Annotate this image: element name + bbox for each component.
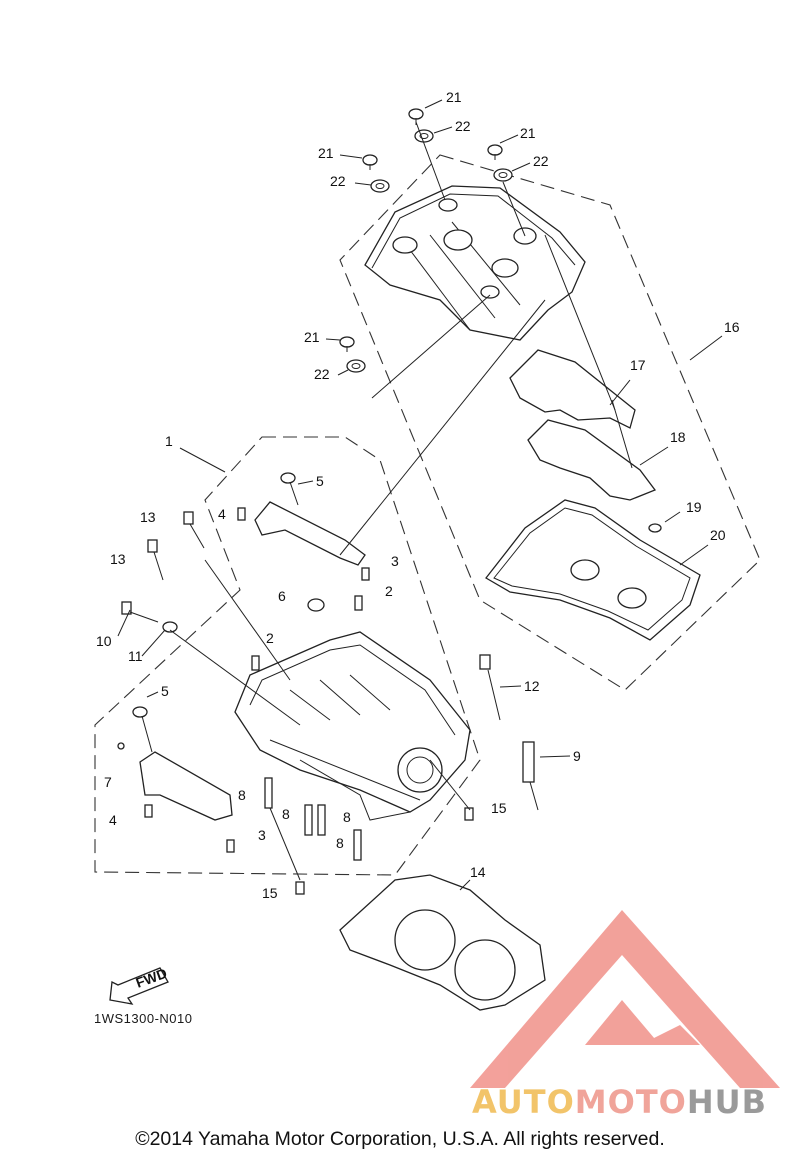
callout-22: 22 — [330, 173, 346, 189]
cylinder-head — [234, 631, 471, 821]
callout-21: 21 — [318, 145, 334, 161]
watermark-logo-icon — [470, 910, 780, 1088]
washer-22-a — [414, 129, 434, 143]
callout-2: 2 — [266, 630, 274, 646]
fwd-arrow-icon: FWD — [109, 965, 169, 1005]
callout-4: 4 — [218, 506, 226, 522]
callout-16: 16 — [724, 319, 740, 335]
callout-13: 13 — [140, 509, 156, 525]
callout-22: 22 — [455, 118, 471, 134]
callout-labels: 1 2 2 3 3 4 4 5 5 6 7 8 8 8 8 9 10 11 12… — [96, 89, 740, 901]
dowel-3-b — [226, 839, 235, 853]
washer-22-c — [493, 168, 513, 182]
callout-22: 22 — [533, 153, 549, 169]
bolt-12 — [479, 654, 501, 721]
dowel-3-a — [361, 567, 370, 581]
head-cover-assembly-outline — [339, 154, 761, 691]
stud-8-c — [317, 804, 326, 836]
gasket-17 — [509, 349, 636, 429]
callout-8: 8 — [336, 835, 344, 851]
callout-12: 12 — [524, 678, 540, 694]
gasket-18 — [527, 419, 657, 501]
cylinder-head-cover — [364, 185, 586, 341]
parts-diagram: FWD 1 2 2 3 3 4 4 5 5 6 7 8 8 8 8 9 10 1… — [94, 89, 780, 1088]
bolt-13-a — [183, 511, 205, 549]
diagram-code: 1WS1300-N010 — [94, 1011, 193, 1026]
pin-15-b — [295, 881, 305, 895]
washer-22-b — [370, 179, 390, 193]
dowel-2-b — [251, 655, 260, 671]
camshaft-cap-lower — [139, 751, 233, 821]
watermark-wordmark: AUTOMOTOHUB — [472, 1083, 768, 1121]
bolt-5-upper — [280, 472, 299, 506]
bolt-21-c — [487, 144, 503, 160]
callout-22: 22 — [314, 366, 330, 382]
stud-8-b — [304, 804, 313, 836]
dowel-4-a — [237, 507, 246, 521]
cylinder-head-gasket-14 — [339, 874, 546, 1011]
callout-18: 18 — [670, 429, 686, 445]
cover-bolts — [339, 108, 513, 373]
bolt-13-b — [147, 539, 164, 581]
stud-8-d — [353, 829, 362, 861]
bolt-19 — [648, 523, 662, 533]
spark-plug-9 — [522, 741, 539, 811]
callout-3: 3 — [258, 827, 266, 843]
camshaft-cap-upper — [254, 501, 366, 566]
bolt-10 — [121, 601, 159, 623]
dowel-2-a — [354, 595, 363, 611]
callout-11: 11 — [128, 648, 143, 664]
callout-15: 15 — [262, 885, 278, 901]
callout-1: 1 — [165, 433, 173, 449]
callout-10: 10 — [96, 633, 112, 649]
washer-11 — [162, 621, 178, 633]
callout-8: 8 — [238, 787, 246, 803]
callout-2: 2 — [385, 583, 393, 599]
bolt-21-d — [339, 336, 355, 352]
bolt-21-b — [362, 154, 378, 170]
stud-8-a — [264, 777, 273, 809]
plug-6 — [307, 598, 325, 612]
callout-9: 9 — [573, 748, 581, 764]
pin-15-a — [464, 807, 474, 821]
callout-21: 21 — [520, 125, 536, 141]
callout-ticks — [117, 99, 571, 758]
callout-4: 4 — [109, 812, 117, 828]
callout-6: 6 — [278, 588, 286, 604]
bolt-5-lower — [132, 706, 153, 753]
callout-8: 8 — [282, 806, 290, 822]
part-7 — [117, 742, 125, 750]
callout-15: 15 — [491, 800, 507, 816]
washer-22-d — [346, 359, 366, 373]
callout-8: 8 — [343, 809, 351, 825]
callout-20: 20 — [710, 527, 726, 543]
callout-5: 5 — [316, 473, 324, 489]
callout-13: 13 — [110, 551, 126, 567]
callout-19: 19 — [686, 499, 702, 515]
bolt-21-a — [408, 108, 424, 125]
callout-3: 3 — [391, 553, 399, 569]
callout-21: 21 — [446, 89, 462, 105]
callout-7: 7 — [104, 774, 112, 790]
callout-14: 14 — [470, 864, 486, 880]
callout-21: 21 — [304, 329, 320, 345]
callout-17: 17 — [630, 357, 646, 373]
callout-5: 5 — [161, 683, 169, 699]
copyright-notice: ©2014 Yamaha Motor Corporation, U.S.A. A… — [135, 1128, 665, 1150]
dowel-4-b — [144, 804, 153, 818]
